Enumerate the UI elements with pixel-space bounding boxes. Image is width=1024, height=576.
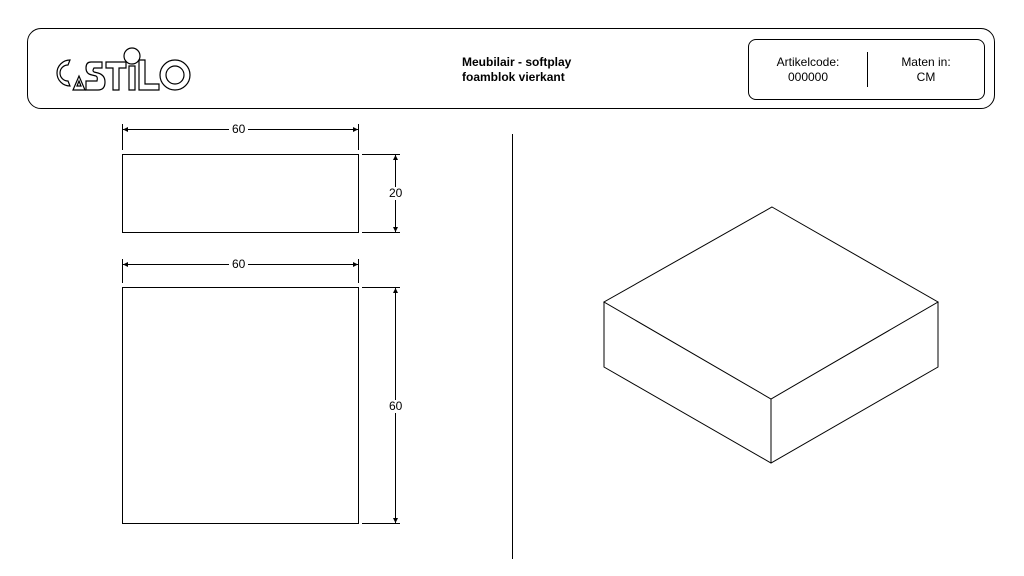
side-width-label: 60 [229, 123, 249, 136]
units-cell: Maten in: CM [868, 55, 984, 85]
info-divider [867, 52, 868, 87]
castilo-logo [56, 47, 191, 91]
side-height-label: 20 [386, 187, 406, 200]
top-view-rect [122, 287, 359, 524]
title-line-1: Meubilair - softplay [462, 55, 572, 69]
top-width-label: 60 [229, 258, 249, 271]
article-code-value: 000000 [787, 70, 829, 84]
side-view-rect [122, 154, 359, 233]
units-label: Maten in: [901, 55, 951, 69]
title-block-frame [27, 28, 995, 109]
top-depth-label: 60 [386, 400, 406, 413]
units-value: CM [916, 70, 936, 84]
drawing-title: Meubilair - softplay foamblok vierkant [462, 55, 571, 85]
title-line-2: foamblok vierkant [462, 70, 565, 84]
info-box: Artikelcode: 000000 Maten in: CM [748, 39, 985, 100]
article-code-cell: Artikelcode: 000000 [749, 55, 867, 85]
isometric-box [602, 206, 940, 464]
article-code-label: Artikelcode: [776, 55, 840, 69]
